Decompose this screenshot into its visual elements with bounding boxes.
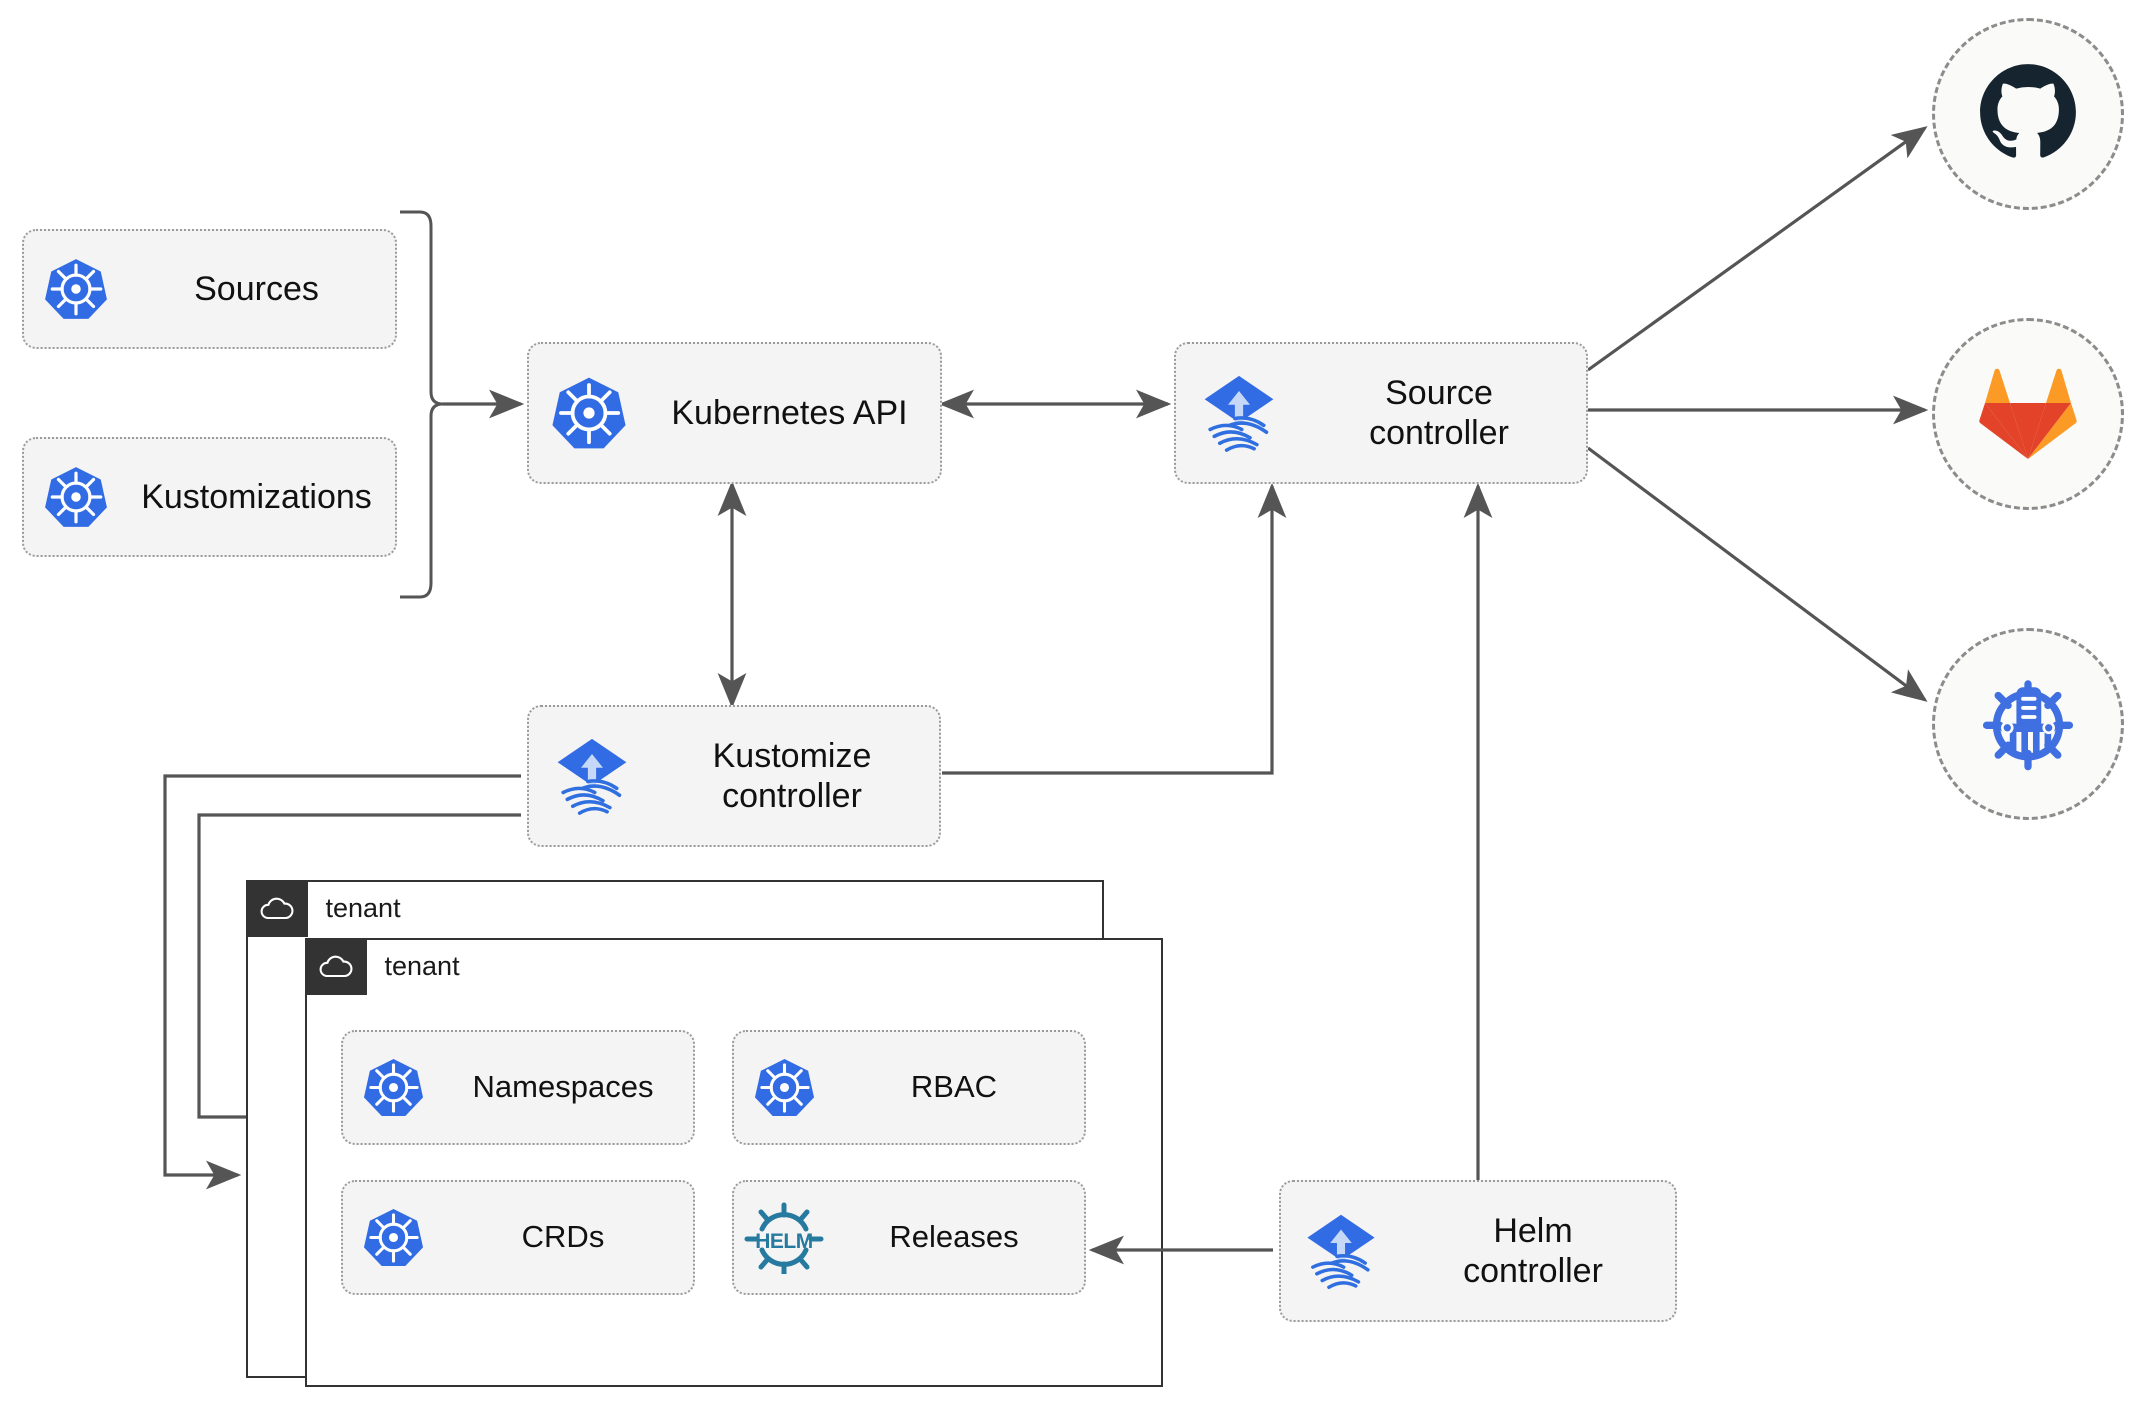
node-crds[interactable]: CRDs — [341, 1180, 695, 1295]
github-icon — [1978, 62, 2078, 167]
node-rbac-label: RBAC — [910, 1069, 998, 1105]
node-kustomizations[interactable]: Kustomizations — [22, 437, 397, 557]
node-releases[interactable]: HELM Releases — [732, 1180, 1086, 1295]
node-rbac[interactable]: RBAC — [732, 1030, 1086, 1145]
node-namespaces[interactable]: Namespaces — [341, 1030, 695, 1145]
node-sources[interactable]: Sources — [22, 229, 397, 349]
cloud-icon — [245, 879, 308, 937]
wire-kustomize-tenant2 — [197, 813, 521, 1132]
flux-icon — [1281, 1208, 1401, 1294]
kubernetes-icon — [343, 1056, 443, 1119]
repo-gitlab[interactable] — [1932, 318, 2124, 510]
node-helm-controller-label: Helm controller — [1463, 1211, 1603, 1290]
node-helm-controller[interactable]: Helm controller — [1279, 1180, 1677, 1322]
kubernetes-icon — [734, 1056, 834, 1119]
node-kustomizations-label: Kustomizations — [141, 477, 372, 516]
tenant-header: tenant — [304, 937, 460, 995]
node-sources-label: Sources — [194, 269, 319, 308]
kubernetes-icon — [24, 464, 128, 530]
node-crds-label: CRDs — [521, 1219, 605, 1255]
helm-bucket-icon — [1975, 669, 2081, 780]
svg-text:HELM: HELM — [755, 1230, 813, 1253]
helm-icon: HELM — [734, 1202, 834, 1274]
node-kubernetes-api-label: Kubernetes API — [671, 393, 908, 432]
node-kubernetes-api[interactable]: Kubernetes API — [527, 342, 942, 484]
tenant-header: tenant — [245, 879, 401, 937]
tenant-label: tenant — [384, 950, 460, 981]
node-source-controller[interactable]: Source controller — [1174, 342, 1588, 484]
kubernetes-icon — [24, 256, 128, 322]
node-releases-label: Releases — [889, 1219, 1019, 1255]
tenant-container-inner[interactable]: tenant — [304, 937, 1163, 1387]
node-kustomize-controller-label: Kustomize controller — [712, 736, 872, 815]
wire-kustomize-source — [942, 482, 1287, 775]
cloud-icon — [304, 937, 367, 995]
kubernetes-icon — [343, 1206, 443, 1269]
node-kustomize-controller[interactable]: Kustomize controller — [527, 705, 941, 847]
wire-kustomize-tenant1 — [163, 774, 521, 1190]
wire-source-github — [1587, 126, 1928, 372]
repo-bucket[interactable] — [1932, 628, 2124, 820]
group-bracket — [400, 210, 444, 599]
repo-github[interactable] — [1932, 18, 2124, 210]
kubernetes-icon — [529, 374, 649, 452]
node-source-controller-label: Source controller — [1369, 373, 1509, 452]
node-namespaces-label: Namespaces — [472, 1069, 654, 1105]
wire-source-bucket — [1587, 446, 1928, 702]
tenant-label: tenant — [325, 892, 401, 923]
flux-icon — [529, 732, 655, 820]
gitlab-icon — [1977, 364, 2079, 465]
flux-icon — [1176, 369, 1302, 457]
